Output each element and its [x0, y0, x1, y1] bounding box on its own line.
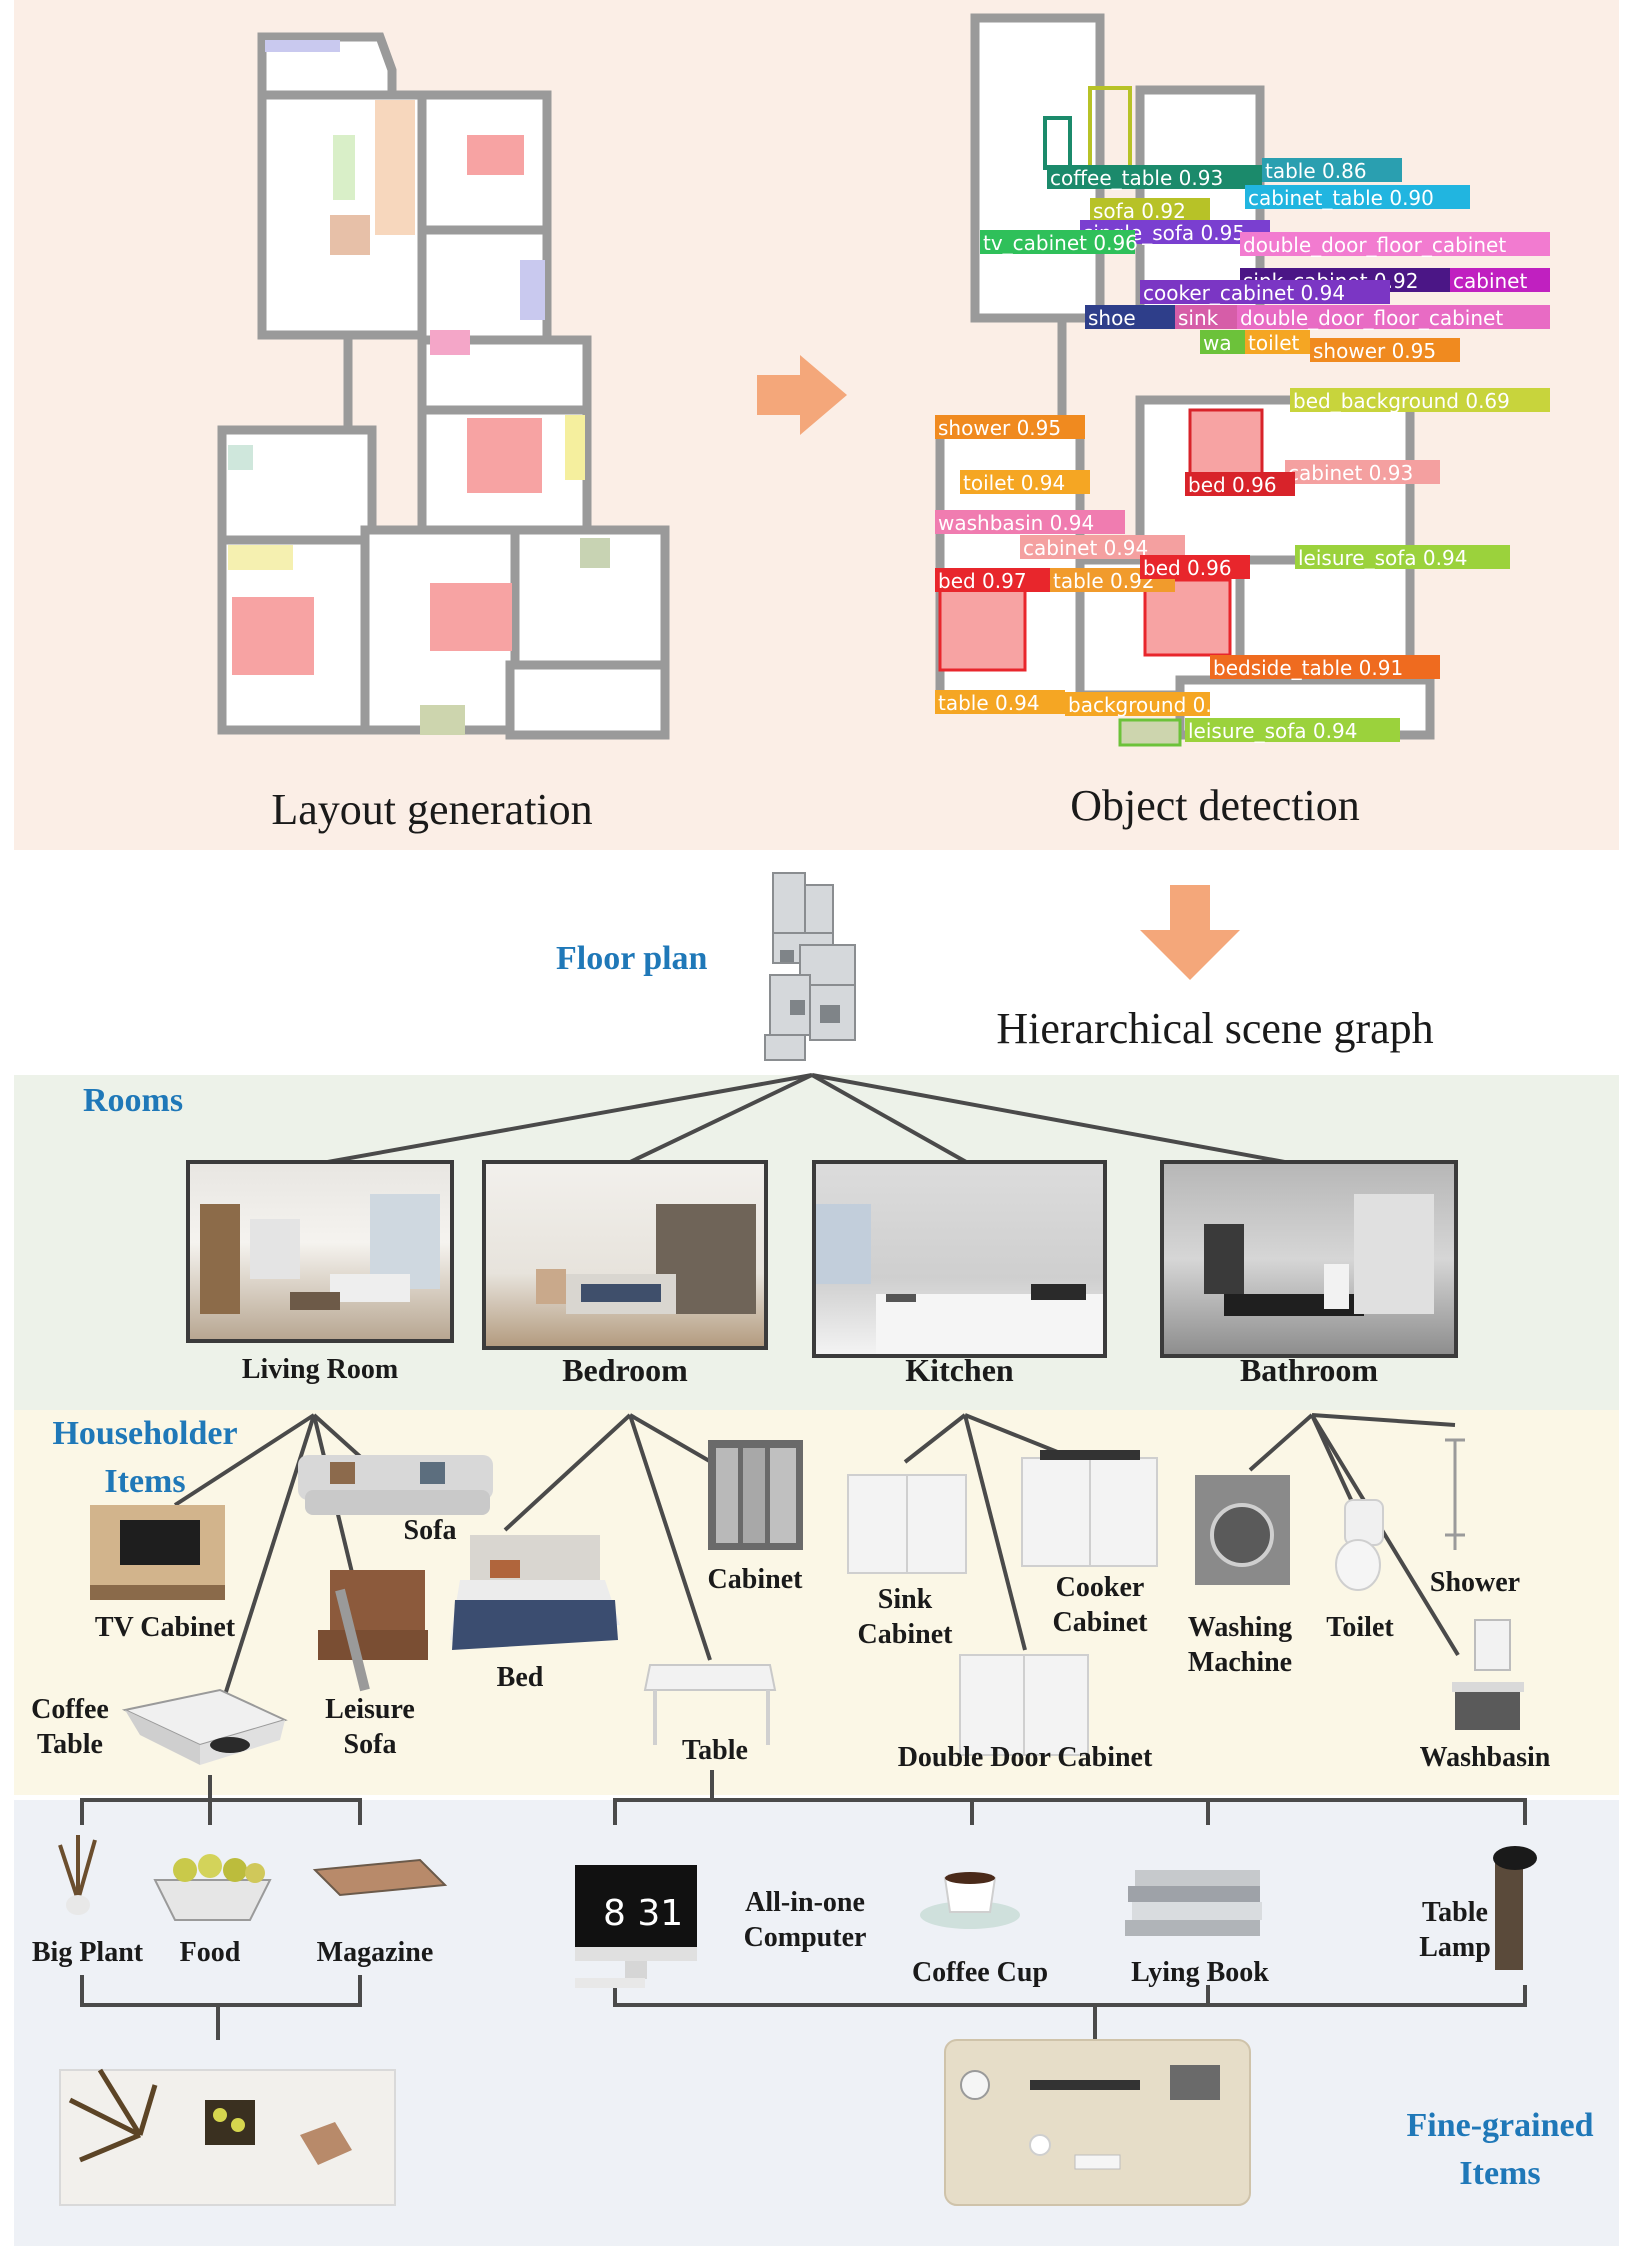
- floor-plan-thumbnail: [764, 872, 856, 1061]
- det-label: cabinet: [1453, 269, 1527, 293]
- all-in-one-computer-label: All-in-one Computer: [743, 1887, 867, 1953]
- det-label: leisure_sofa 0.94: [1188, 719, 1357, 743]
- det-label: leisure_sofa 0.94: [1298, 546, 1467, 570]
- table-lamp-label: Table Lamp: [1419, 1897, 1491, 1963]
- room-label-bathroom: Bathroom: [1239, 1352, 1379, 1388]
- det-label: bed_background 0.69: [1293, 389, 1510, 413]
- bed-label: Bed: [496, 1662, 544, 1693]
- det-label: cabinet 0.94: [1023, 536, 1148, 560]
- det-label: background 0.53: [1068, 693, 1237, 717]
- bathroom-image: [1160, 1160, 1458, 1358]
- det-label: bed 0.96: [1188, 473, 1277, 497]
- table-label: Table: [682, 1735, 748, 1766]
- living-room-image: [186, 1160, 454, 1343]
- det-label: toilet: [1248, 331, 1299, 355]
- det-label: tv_cabinet 0.96: [983, 231, 1138, 255]
- det-label: washbasin 0.94: [938, 511, 1094, 535]
- arrow-right-icon: [757, 355, 847, 435]
- floor-plan-label: Floor plan: [556, 940, 708, 977]
- det-label: shower 0.95: [1313, 339, 1436, 363]
- det-label: bed 0.96: [1143, 556, 1232, 580]
- det-label: table 0.92: [1053, 569, 1155, 593]
- lying-book-label: Lying Book: [1131, 1957, 1269, 1988]
- det-label: cabinet_table 0.90: [1248, 186, 1434, 210]
- kitchen-image: [812, 1160, 1107, 1358]
- room-label-living-room: Living Room: [241, 1354, 399, 1385]
- graph-title: Hierarchical scene graph: [996, 1004, 1434, 1053]
- householder-heading: Householder Items: [52, 1415, 238, 1500]
- washbasin-label: Washbasin: [1419, 1742, 1551, 1773]
- det-label: double_door_floor_cabinet: [1240, 306, 1503, 330]
- magazine-label: Magazine: [316, 1937, 434, 1968]
- det-label: table 0.94: [938, 691, 1040, 715]
- det-label: table 0.86: [1265, 159, 1367, 183]
- computer-clock-text: 8 31: [603, 1893, 683, 1934]
- bedroom-image: [482, 1160, 768, 1350]
- room-label-kitchen: Kitchen: [905, 1352, 1014, 1388]
- rooms-heading: Rooms: [83, 1082, 184, 1119]
- sofa-label: Sofa: [403, 1515, 457, 1546]
- double-door-cabinet-label: Double Door Cabinet: [897, 1742, 1153, 1773]
- det-label: bed 0.97: [938, 569, 1027, 593]
- fine-grained-heading: Fine-grained Items: [1406, 2107, 1594, 2192]
- food-label: Food: [179, 1937, 241, 1968]
- det-label: coffee_table 0.93: [1050, 166, 1223, 190]
- det-label: bedside_table 0.91: [1213, 656, 1403, 680]
- sink-cabinet-label: Sink Cabinet: [857, 1584, 953, 1650]
- det-label: sofa 0.92: [1093, 199, 1186, 223]
- det-label: wa: [1203, 331, 1232, 355]
- tv-cabinet-label: TV Cabinet: [94, 1612, 236, 1643]
- leisure-sofa-label: Leisure Sofa: [325, 1694, 415, 1760]
- det-label: shower 0.95: [938, 416, 1061, 440]
- cooker-cabinet-label: Cooker Cabinet: [1052, 1572, 1148, 1638]
- det-label: sink: [1178, 306, 1219, 330]
- coffee-table-label: Coffee Table: [31, 1694, 109, 1760]
- layout-generation-plan: [217, 32, 670, 740]
- det-label: cabinet 0.93: [1288, 461, 1413, 485]
- shower-label: Shower: [1429, 1567, 1521, 1598]
- washing-machine-label: Washing Machine: [1187, 1612, 1293, 1678]
- object-detection-plan: coffee_table 0.93 table 0.86 cabinet_tab…: [935, 13, 1550, 747]
- cabinet-label: Cabinet: [707, 1564, 803, 1595]
- layout-generation-caption: Layout generation: [271, 785, 593, 834]
- det-label: toilet 0.94: [963, 471, 1065, 495]
- coffee-cup-label: Coffee Cup: [911, 1957, 1049, 1988]
- arrow-down-icon: [1140, 885, 1240, 980]
- big-plant-label: Big Plant: [31, 1937, 144, 1968]
- room-label-bedroom: Bedroom: [562, 1352, 688, 1388]
- object-detection-caption: Object detection: [1070, 781, 1360, 830]
- det-label: shoe: [1088, 306, 1136, 330]
- det-label: cooker_cabinet 0.94: [1143, 281, 1345, 305]
- det-label: double_door_floor_cabinet: [1243, 233, 1506, 257]
- toilet-label: Toilet: [1326, 1612, 1394, 1643]
